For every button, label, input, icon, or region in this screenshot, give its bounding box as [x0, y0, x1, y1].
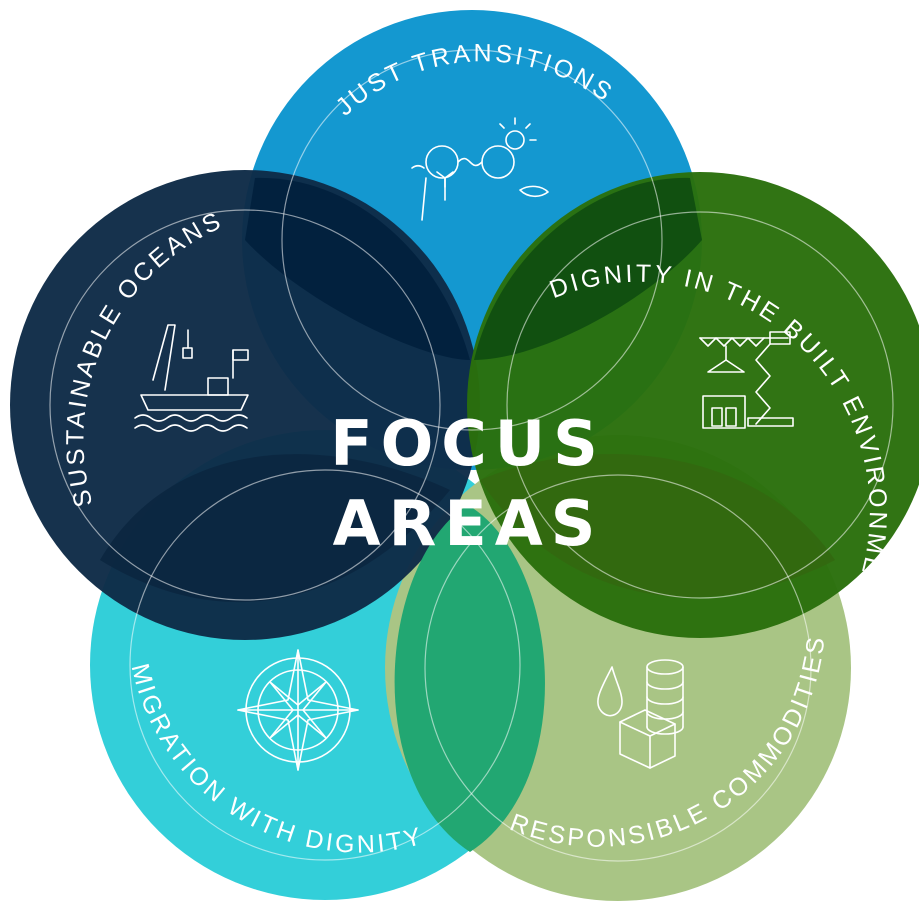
commodities-icon — [597, 659, 684, 769]
ring-oceans — [49, 209, 441, 601]
compass-icon — [237, 649, 359, 771]
construction-icon — [699, 331, 794, 429]
ring-dignity — [506, 211, 894, 599]
overlap-oceans-migration — [100, 454, 450, 603]
ring-just — [281, 49, 663, 431]
overlap-dignity-commodities — [480, 454, 835, 598]
ring-commodities — [424, 474, 812, 862]
center-title-line1: FOCUS — [330, 407, 606, 480]
ship-icon — [134, 324, 249, 432]
overlap-just-dignity — [474, 177, 702, 360]
overlap-oceans-just — [245, 177, 470, 360]
overlap-migration-commodities — [394, 505, 545, 852]
center-title-line2: AREAS — [333, 487, 604, 560]
ring-migration — [129, 469, 521, 861]
renewable-cycle-icon — [411, 117, 549, 221]
